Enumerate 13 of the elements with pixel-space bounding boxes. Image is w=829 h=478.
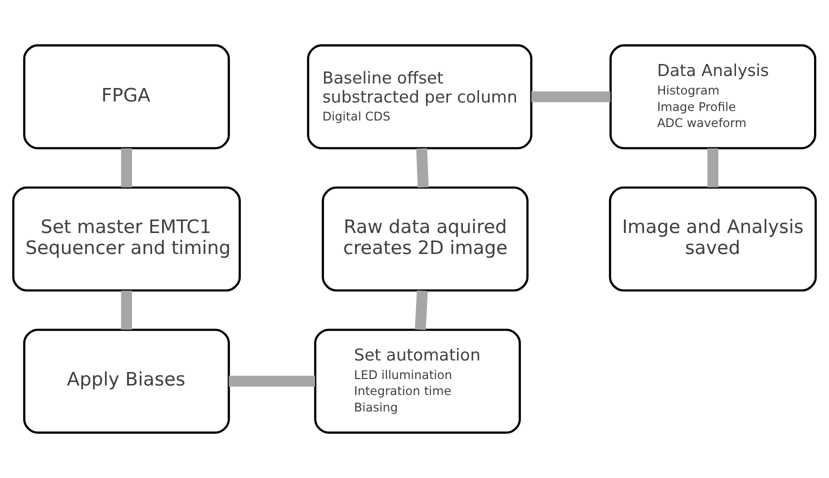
node-box: Image and Analysis saved (608, 186, 817, 292)
connector (531, 91, 610, 102)
connector (707, 148, 718, 188)
connector (121, 148, 132, 188)
connector (121, 290, 132, 330)
node-box: Data Analysis Histogram Image Profile ADC waveform (610, 44, 816, 150)
node-box: Baseline offset substracted per column Digital CDS (307, 44, 532, 150)
connector (228, 376, 316, 387)
node-box: FPGA (23, 44, 230, 150)
node-box: Apply Biases (23, 328, 230, 434)
node-box: Set master EMTC1 Sequencer and timing (12, 186, 241, 292)
node-box: Set automation LED illumination Integration time Biasing (314, 328, 521, 434)
node-box: Raw data aquired creates 2D image (322, 186, 529, 292)
